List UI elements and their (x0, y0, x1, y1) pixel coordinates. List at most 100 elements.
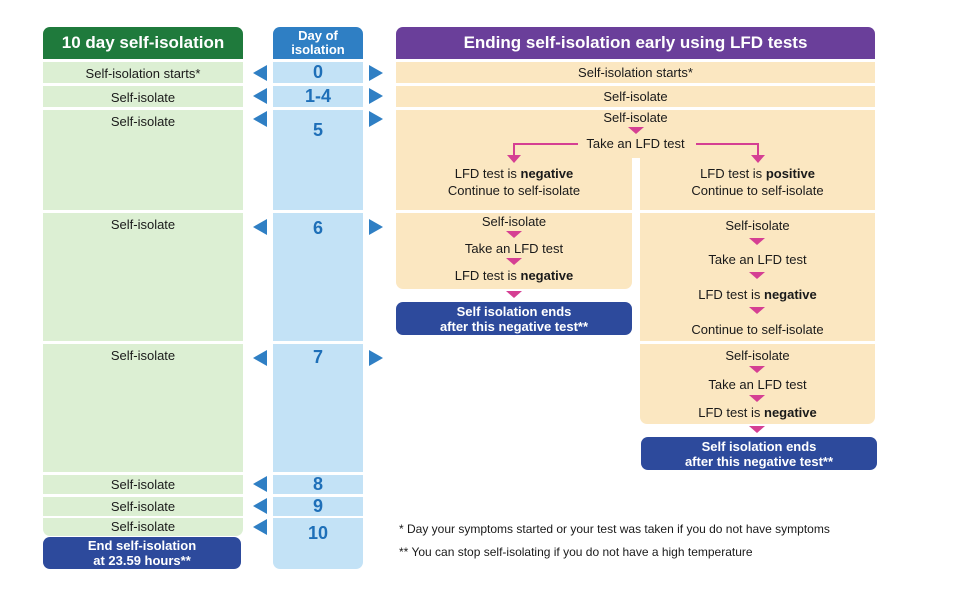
day5-self-isolate-text: Self-isolate (603, 110, 668, 125)
pink-arrow-down-icon (749, 366, 765, 373)
row-label: Self-isolate (110, 519, 176, 534)
pink-arrow-down-icon (749, 238, 765, 245)
result-bold: negative (764, 405, 817, 420)
end-line-1: Self isolation ends (701, 438, 817, 454)
result-bold: positive (765, 166, 815, 181)
day-cell-8: 8 (273, 475, 363, 494)
end-line-2: at 23.59 hours** (93, 553, 191, 568)
day-cell-5: 5 (273, 110, 363, 210)
right-day7-take-test: Take an LFD test (708, 377, 807, 392)
footnote-symptoms: * Day your symptoms started or your test… (399, 522, 830, 536)
day-cell-10: 10 (273, 518, 363, 569)
end-self-isolation-box: End self-isolation at 23.59 hours** (43, 537, 241, 569)
branch-arrows-icon (507, 143, 765, 163)
row-label: Self-isolate (603, 89, 668, 104)
arrow-left-icon (253, 519, 267, 535)
day-number: 5 (312, 120, 323, 140)
left-row-day-8: Self-isolate (43, 475, 243, 494)
day-cell-9: 9 (273, 497, 363, 516)
row-label: Self-isolate (110, 348, 176, 363)
pink-arrow-down-icon (506, 258, 522, 265)
right-day-5-top (396, 110, 875, 158)
day5-take-test-text: Take an LFD test (586, 136, 685, 151)
pink-arrow-down-icon (506, 231, 522, 238)
day-number: 6 (312, 218, 323, 238)
right-row-day-0: Self-isolation starts* (396, 62, 875, 83)
right-isolation-ends-box: Self isolation ends after this negative … (641, 437, 877, 470)
header-label: Day of isolation (291, 28, 345, 57)
pink-arrow-down-icon (506, 291, 522, 298)
result-bold: negative (520, 166, 574, 181)
pink-arrow-down-icon (749, 272, 765, 279)
result-prefix: LFD test is (454, 268, 521, 283)
row-label: Self-isolation starts* (85, 66, 201, 81)
day-cell-0: 0 (273, 62, 363, 83)
result-bold: negative (764, 287, 817, 302)
right-branch-day-7 (640, 344, 875, 424)
row-label: Self-isolate (110, 499, 176, 514)
footnote-temperature: ** You can stop self-isolating if you do… (399, 545, 753, 559)
result-prefix: LFD test is (700, 166, 766, 181)
left-row-day-5: Self-isolate (43, 110, 243, 210)
row-label: Self-isolate (110, 477, 176, 492)
left-row-day-6: Self-isolate (43, 213, 243, 341)
arrow-left-icon (253, 111, 267, 127)
right-row-day-1-4: Self-isolate (396, 86, 875, 107)
left-isolation-ends-box: Self isolation ends after this negative … (396, 302, 632, 335)
right-day-5-right-branch (640, 158, 875, 210)
pink-arrow-down-icon (628, 127, 644, 134)
row-label: Self-isolation starts* (578, 65, 693, 80)
day-number: 1-4 (304, 86, 331, 106)
arrow-left-icon (253, 498, 267, 514)
day-number: 7 (312, 347, 323, 367)
day-number: 8 (312, 474, 323, 494)
arrow-right-icon (369, 65, 383, 81)
day-number: 10 (307, 523, 329, 543)
right-day6-continue: Continue to self-isolate (691, 322, 824, 337)
result-prefix: LFD test is (698, 287, 764, 302)
arrow-right-icon (369, 88, 383, 104)
left-row-day-1-4: Self-isolate (43, 86, 243, 107)
branch-left-arrowhead (507, 155, 521, 163)
day-of-isolation-header: Day of isolation (273, 27, 363, 59)
end-line-1: Self isolation ends (456, 303, 572, 319)
result-prefix: LFD test is (454, 166, 521, 181)
arrow-left-icon (253, 65, 267, 81)
branch-right-result: LFD test is positive (640, 166, 875, 181)
day-cell-6: 6 (273, 213, 363, 341)
left-branch-day-6 (396, 213, 632, 289)
result-bold: negative (520, 268, 574, 283)
left-row-day-10: Self-isolate (43, 518, 243, 536)
pink-arrow-down-icon (749, 307, 765, 314)
arrow-right-icon (369, 219, 383, 235)
left-row-day-7: Self-isolate (43, 344, 243, 472)
day-cell-1-4: 1-4 (273, 86, 363, 107)
row-label: Self-isolate (110, 90, 176, 105)
branch-right-continue: Continue to self-isolate (691, 183, 824, 198)
left-day6-take-test: Take an LFD test (464, 241, 564, 256)
branch-left-continue: Continue to self-isolate (447, 183, 581, 198)
left-row-day-0: Self-isolation starts* (43, 62, 243, 83)
left-day6-result: LFD test is negative (396, 268, 632, 283)
branch-left-line (513, 143, 578, 156)
right-day7-self-isolate: Self-isolate (725, 348, 790, 363)
day-cell-7: 7 (273, 344, 363, 472)
right-day6-take-test: Take an LFD test (708, 252, 807, 267)
arrow-left-icon (253, 219, 267, 235)
branch-right-line (696, 143, 759, 156)
header-label: 10 day self-isolation (61, 33, 225, 52)
pink-arrow-down-icon (749, 395, 765, 402)
header-label: Ending self-isolation early using LFD te… (463, 33, 808, 52)
arrow-left-icon (253, 88, 267, 104)
result-prefix: LFD test is (698, 405, 764, 420)
pink-arrow-down-icon (749, 426, 765, 433)
row-label: Self-isolate (110, 114, 176, 129)
day-number: 0 (312, 62, 323, 82)
right-day6-self-isolate: Self-isolate (725, 218, 790, 233)
left-day6-self-isolate: Self-isolate (481, 214, 547, 229)
day-number: 9 (312, 496, 323, 516)
end-line-1: End self-isolation (87, 538, 197, 553)
left-row-day-9: Self-isolate (43, 497, 243, 516)
right-day-5-left-branch (396, 158, 632, 210)
arrow-left-icon (253, 350, 267, 366)
